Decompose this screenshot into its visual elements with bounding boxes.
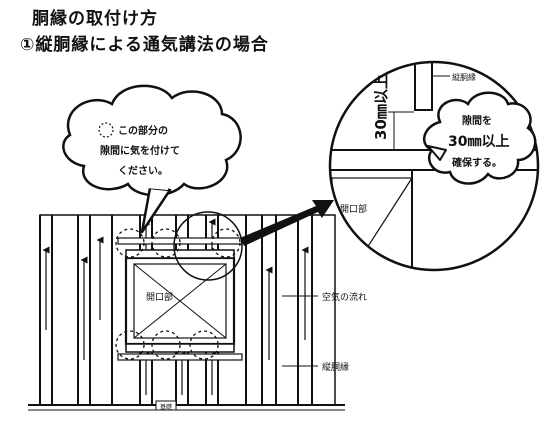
opening-label-zoom: 開口部	[340, 203, 367, 215]
dimension-label: 30㎜以上	[372, 74, 390, 140]
page-subtitle: ①縦胴縁による通気講法の場合	[20, 35, 269, 55]
zoom-arrow	[240, 200, 334, 246]
zoom-furring-strip	[414, 62, 433, 111]
base-tag	[155, 400, 177, 411]
airflow-arrows	[42, 218, 309, 395]
zoom-source-circle	[173, 211, 243, 281]
wall-elevation: 基礎	[28, 211, 345, 411]
opening-label-main: 開口部	[146, 291, 173, 303]
callout-left-line1: この部分の	[118, 124, 168, 137]
callout-right-line1: 隙間を	[462, 114, 492, 127]
airflow-label: 空気の流れ	[322, 291, 367, 303]
callout-left-line2: 隙間に気を付けて	[100, 144, 180, 157]
page-title: 胴縁の取付け方	[32, 9, 158, 29]
base-tag-label: 基礎	[160, 403, 172, 411]
callout-cloud-left	[62, 84, 242, 234]
gap-markers	[115, 228, 241, 360]
callout-left-line3: ください。	[118, 165, 168, 177]
callout-right-line3: 確保する。	[452, 156, 502, 169]
dashed-circle-icon	[98, 122, 114, 138]
furring-label-main: 縦胴縁	[322, 361, 349, 373]
furring-label-zoom: 縦胴縁	[452, 72, 476, 82]
zoom-circle-outline	[328, 60, 540, 272]
callout-cloud-right	[422, 91, 537, 185]
callout-right-line2: 30㎜以上	[448, 134, 509, 150]
vertical-furring-strips	[39, 215, 313, 405]
